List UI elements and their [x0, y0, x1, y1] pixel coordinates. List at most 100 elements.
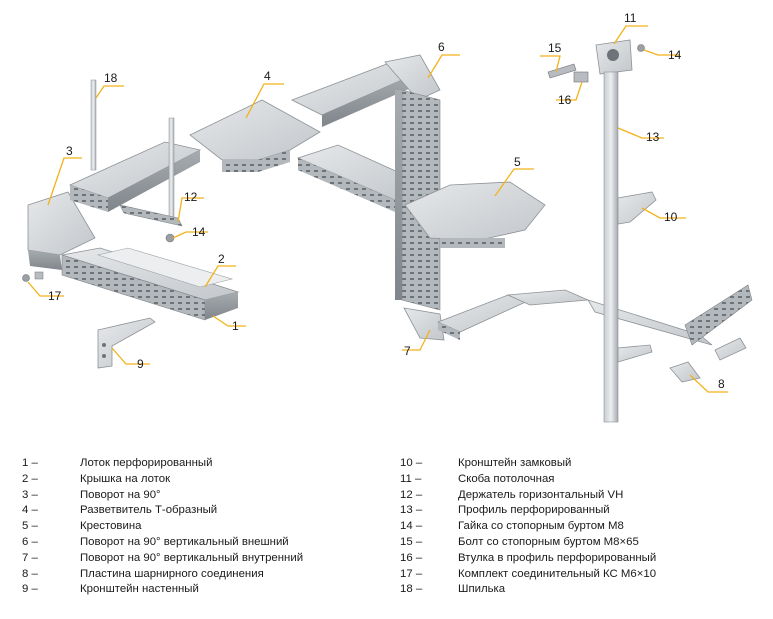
legend-number: 1 – [22, 457, 38, 469]
tray-cover-part [96, 247, 234, 288]
callout-label-12: 12 [184, 190, 198, 204]
callout-label-5: 5 [514, 155, 521, 169]
threaded-rod-part [90, 79, 175, 219]
callout-label-15: 15 [548, 41, 562, 55]
cross-part [404, 181, 546, 248]
callout-4: 4 [245, 69, 284, 119]
legend-label: Поворот на 90° вертикальный внешний [80, 535, 289, 548]
callout-3: 3 [47, 144, 82, 206]
callout-1: 1 [212, 315, 246, 333]
legend-row: 10 – Кронштейн замковый [400, 456, 656, 472]
callout-10: 10 [641, 207, 686, 224]
legend-row: 15 – Болт со стопорным буртом М8×65 [400, 535, 656, 551]
legend-label: Комплект соединительный КС М6×10 [458, 567, 657, 580]
lock-bracket-part [617, 191, 657, 363]
callout-15: 15 [540, 41, 562, 73]
legend-row: 11 – Скоба потолочная [400, 472, 656, 488]
legend-label: Гайка со стопорным буртом М8 [458, 520, 624, 533]
turn-90-part [27, 191, 96, 270]
legend-number: 17 – [400, 567, 423, 580]
legend-number: 3 – [22, 488, 38, 501]
legend-label: Лоток перфорированный [80, 457, 213, 469]
legend-label: Поворот на 90° вертикальный внутренний [80, 551, 304, 564]
legend-label: Держатель горизонтальный VH [458, 488, 624, 501]
callout-label-4: 4 [264, 69, 271, 83]
legend-row: 17 – Комплект соединительный КС М6×10 [400, 567, 656, 583]
legend-number: 7 – [22, 551, 38, 564]
ceiling-bracket-part [595, 39, 633, 75]
legend-label: Крышка на лоток [80, 472, 171, 485]
legend-row: 18 –Шпилька [400, 582, 656, 598]
callout-label-11: 11 [624, 11, 637, 25]
callout-17: 17 [27, 281, 64, 303]
legend-row: 1 – Лоток перфорированный [22, 456, 303, 472]
legend-row: 2 – Крышка на лоток [22, 472, 303, 488]
legend-label: Пластина шарнирного соединения [80, 567, 264, 580]
legend-number: 9 – [22, 583, 38, 596]
legend-label: Крестовина [80, 520, 142, 533]
legend-number: 2 – [22, 472, 38, 485]
legend-column-right: 10 – Кронштейн замковый 11 – Скоба потолоч… [400, 456, 656, 598]
callout-label-3: 3 [66, 144, 73, 158]
callout-14b: 14 [172, 225, 208, 239]
legend-number: 11 – [400, 472, 422, 485]
perforated-tray-part [61, 247, 240, 321]
sleeve-part [573, 71, 589, 83]
t-splitter-part [189, 99, 321, 172]
vertical-inner-turn-part [403, 307, 445, 341]
legend-number: 15 – [400, 535, 423, 548]
callout-label-2: 2 [218, 252, 225, 266]
connection-kit-part [22, 271, 44, 282]
legend-number: 8 – [22, 567, 38, 580]
legend-row: 8 – Пластина шарнирного соединения [22, 567, 303, 583]
callout-16: 16 [556, 81, 583, 107]
callout-11: 11 [613, 11, 648, 45]
wall-bracket-part [97, 317, 156, 369]
legend-row: 3 –Поворот на 90° [22, 488, 303, 504]
legend-number: 13 – [400, 504, 423, 517]
callout-label-17: 17 [48, 289, 62, 303]
callout-8: 8 [689, 374, 728, 393]
legend-row: 7 – Поворот на 90° вертикальный внутренни… [22, 551, 303, 567]
vertical-outer-turn-part [384, 54, 441, 101]
legend-number: 14 – [400, 520, 423, 533]
callout-label-9: 9 [137, 357, 144, 371]
legend-row: 5 –Крестовина [22, 519, 303, 535]
bolt-part [547, 63, 577, 79]
lower-right-tray-part [587, 284, 753, 346]
legend-row: 4 – Разветвитель Т-образный [22, 503, 303, 519]
legend-number: 18 – [400, 583, 423, 596]
parts-legend: 1 – Лоток перфорированный 2 – Крышка на ло… [0, 456, 773, 616]
callout-12: 12 [177, 190, 204, 223]
legend-row: 16 –Втулка в профиль перфорированный [400, 551, 656, 567]
callout-label-14a: 14 [668, 48, 682, 62]
legend-row: 13 –Профиль перфорированный [400, 503, 656, 519]
legend-number: 10 – [400, 457, 423, 469]
callout-6: 6 [427, 40, 460, 79]
legend-label: Скоба потолочная [458, 472, 555, 485]
legend-number: 4 – [22, 504, 38, 517]
lower-center-tray-part [436, 294, 532, 340]
hinge-plate-part [669, 337, 747, 383]
callout-label-13: 13 [646, 130, 660, 144]
legend-label: Втулка в профиль перфорированный [458, 551, 657, 564]
callout-7: 7 [402, 329, 431, 358]
callout-9: 9 [111, 347, 150, 371]
legend-label: Кронштейн замковый [458, 457, 572, 469]
legend-row: 9 –Кронштейн настенный [22, 582, 303, 598]
callout-label-10: 10 [664, 210, 678, 224]
perforated-profile-part [603, 71, 619, 423]
callout-14a: 14 [643, 48, 682, 62]
legend-label: Болт со стопорным буртом М8×65 [458, 535, 639, 548]
callout-label-1: 1 [232, 319, 239, 333]
callout-5: 5 [494, 155, 534, 197]
callout-label-6: 6 [438, 40, 445, 54]
callout-label-16: 16 [558, 93, 572, 107]
callout-13: 13 [617, 127, 664, 144]
legend-row: 12 – Держатель горизонтальный VH [400, 488, 656, 504]
legend-number: 12 – [400, 488, 423, 501]
legend-number: 6 – [22, 535, 38, 548]
nut-part [637, 44, 645, 52]
legend-label: Разветвитель Т-образный [80, 504, 218, 517]
callout-label-14b: 14 [192, 225, 206, 239]
